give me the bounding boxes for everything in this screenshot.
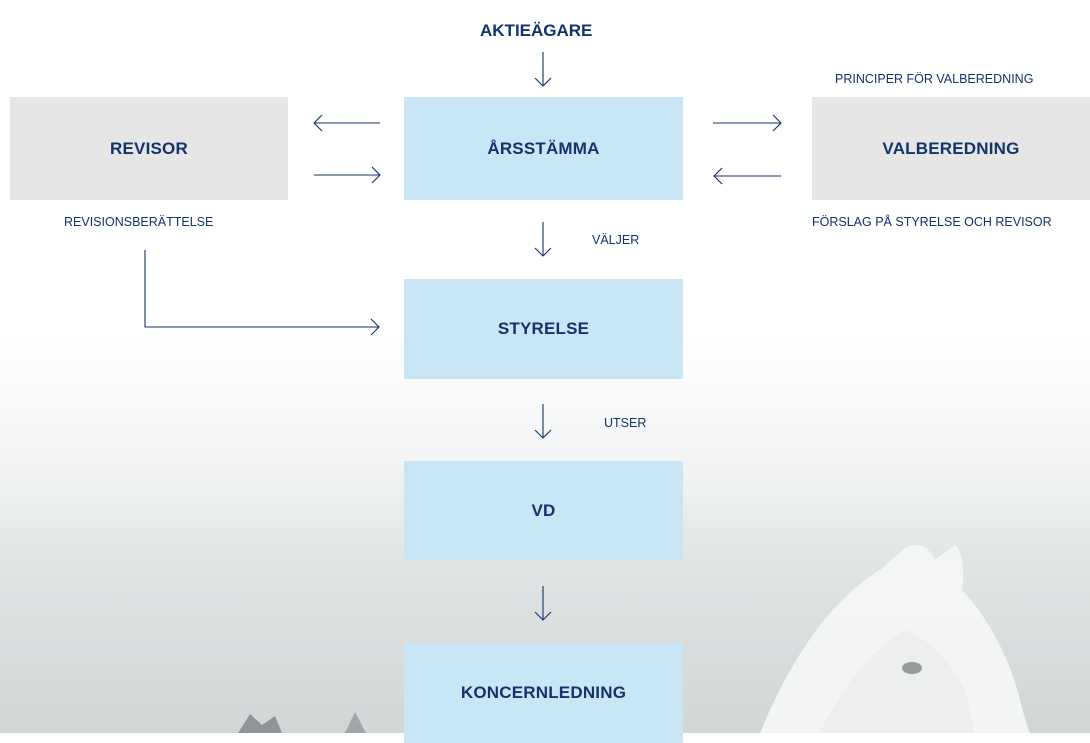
arrow-right-to-nomination	[713, 114, 782, 132]
annual-meeting-box-label: ÅRSSTÄMMA	[487, 138, 600, 158]
arrow-down-shareholders	[534, 52, 552, 87]
shareholders-label: AKTIEÄGARE	[480, 21, 593, 40]
nomination-committee-box-label: VALBEREDNING	[882, 138, 1020, 158]
arrow-down-to-board	[534, 222, 552, 257]
group-management-box: KONCERNLEDNING	[404, 643, 683, 743]
arrow-left-to-auditor	[313, 114, 380, 132]
board-box: STYRELSE	[404, 279, 683, 379]
proposal-label: FÖRSLAG PÅ STYRELSE OCH REVISOR	[812, 215, 1052, 229]
arrow-down-to-group-management	[534, 586, 552, 621]
annual-meeting-box: ÅRSSTÄMMA	[404, 97, 683, 200]
arrow-right-to-annual-meeting	[314, 166, 381, 184]
nomination-committee-box: VALBEREDNING	[812, 97, 1090, 200]
arrow-audit-report-to-board	[144, 250, 380, 336]
arrow-left-from-nomination	[713, 167, 781, 185]
board-box-label: STYRELSE	[497, 319, 590, 338]
auditor-box-label: REVISOR	[110, 138, 188, 158]
ceo-box-label: VD	[531, 500, 556, 520]
nomination-principles-label: PRINCIPER FÖR VALBEREDNING	[835, 72, 1034, 86]
arrow-down-to-ceo	[534, 404, 552, 439]
ceo-box: VD	[404, 461, 683, 560]
group-management-box-label: KONCERNLEDNING	[460, 683, 627, 702]
elects-label: VÄLJER	[592, 233, 640, 247]
audit-report-label: REVISIONSBERÄTTELSE	[64, 215, 214, 229]
auditor-box: REVISOR	[10, 97, 288, 200]
appoints-label: UTSER	[604, 416, 647, 430]
